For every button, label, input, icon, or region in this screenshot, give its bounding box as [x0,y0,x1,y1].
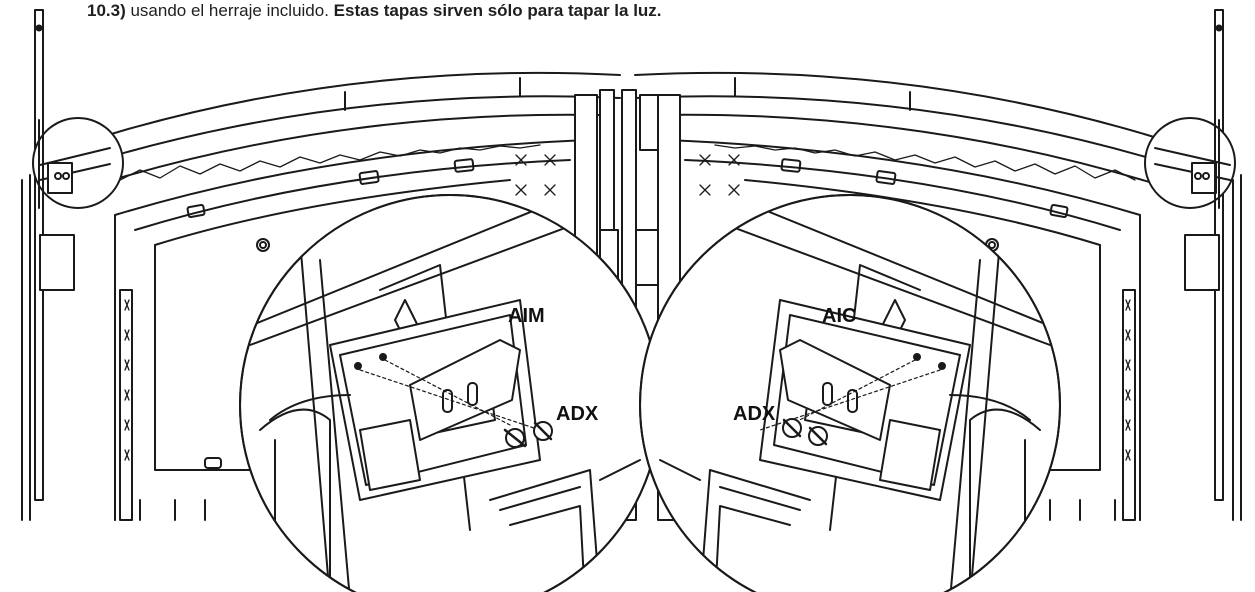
left-rod [21,9,75,521]
left-corner-highlight [32,117,124,209]
label-adx-left: ADX [556,403,599,425]
label-aim: AIM [508,305,545,327]
right-detail-magnifier: AIC ADX [639,194,1061,592]
instruction-text: 10.3) usando el herraje incluido. Estas … [87,0,662,22]
label-adx-right: ADX [733,403,776,425]
instruction-note: Estas tapas sirven sólo para tapar la lu… [333,1,662,20]
left-detail-magnifier: AIM ADX [239,194,661,592]
roof-panel [59,71,1196,191]
frame-bottom-posts [114,499,1141,521]
instruction-body: usando el herraje incluido. [125,1,334,20]
right-corner-highlight [1144,117,1236,209]
right-rod [1184,9,1242,521]
step-reference: 10.3) [87,1,126,20]
label-aic: AIC [822,305,856,327]
